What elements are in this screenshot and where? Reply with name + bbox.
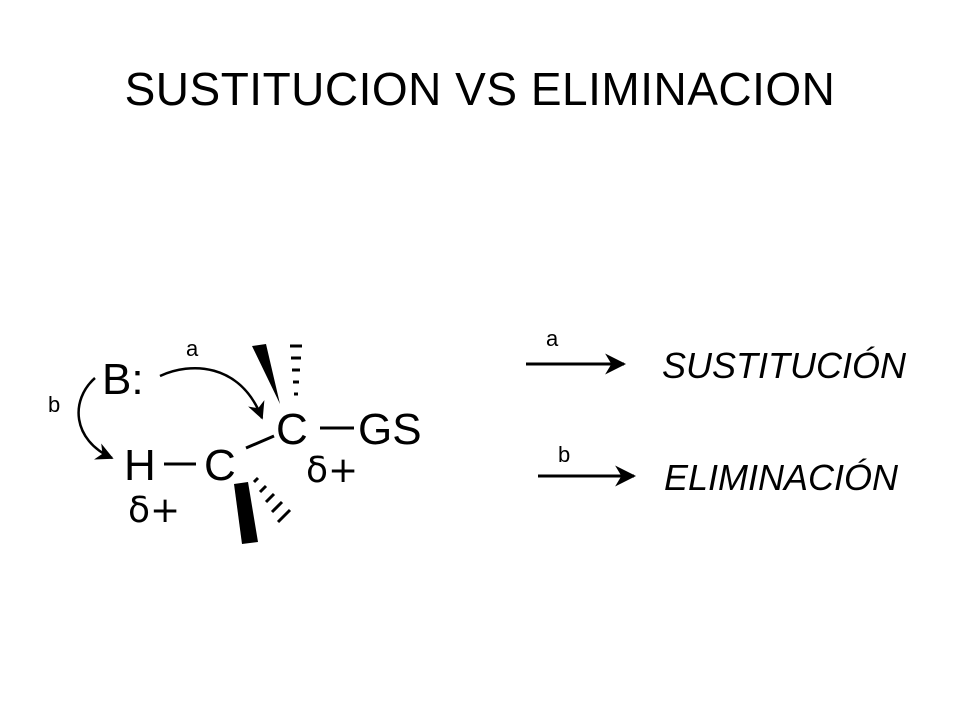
arrow-b-label: b xyxy=(48,392,60,417)
arrow-a-label: a xyxy=(186,336,199,361)
attack-arrow-a xyxy=(159,366,265,420)
hydrogen-atom-label: H xyxy=(124,441,156,490)
slide-title: SUSTITUCION VS ELIMINACION xyxy=(124,63,836,115)
delta-plus-carbon: δ+ xyxy=(306,450,358,491)
bond-c-c xyxy=(245,434,275,450)
carbon-alpha-label: C xyxy=(204,441,236,490)
outcome-elimination-label: ELIMINACIÓN xyxy=(664,457,899,498)
hash-bond-upper xyxy=(290,344,302,396)
outcome-b-path-label: b xyxy=(558,442,570,467)
leaving-group-label: GS xyxy=(358,405,422,454)
wedge-bond-upper xyxy=(252,344,280,404)
delta-plus-hydrogen: δ+ xyxy=(128,490,180,531)
wedge-bond-lower xyxy=(234,482,258,544)
attack-arrow-b xyxy=(77,377,114,460)
outcome-a-path-label: a xyxy=(546,326,559,351)
outcome-substitution-label: SUSTITUCIÓN xyxy=(662,345,907,386)
base-atom-label: B: xyxy=(102,355,144,404)
carbon-leaving-label: C xyxy=(276,405,308,454)
hash-bond-lower xyxy=(252,476,292,524)
